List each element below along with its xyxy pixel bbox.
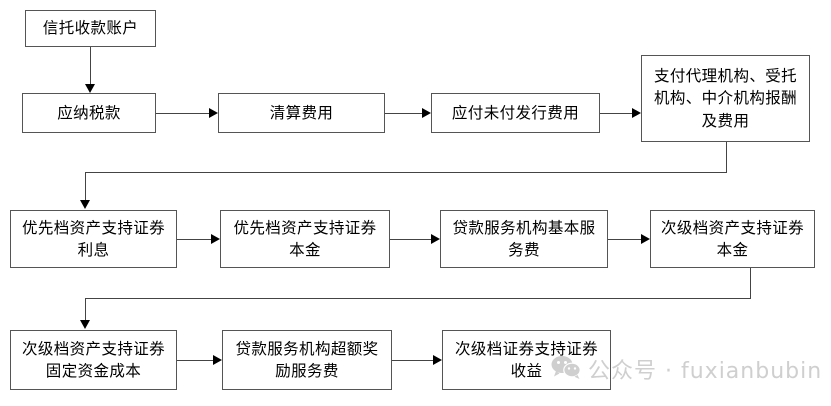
arrowhead-n10-n11 (213, 354, 222, 365)
arrowhead-n3-n4 (422, 107, 431, 118)
node-senior-abs-principal[interactable]: 优先档资产支持证券本金 (220, 210, 390, 268)
node-unpaid-issuance-fee[interactable]: 应付未付发行费用 (431, 93, 600, 133)
node-label: 次级档资产支持证券本金 (660, 218, 805, 259)
node-agent-trustee-intermediary-fees[interactable]: 支付代理机构、受托机构、中介机构报酬及费用 (641, 55, 810, 142)
connector-row1-row2-drop (85, 172, 86, 203)
arrowhead-n11-n12 (433, 354, 442, 365)
node-label: 支付代理机构、受托机构、中介机构报酬及费用 (653, 66, 798, 130)
connector-n7-n8 (390, 239, 432, 240)
node-loan-servicer-excess-reward-fee[interactable]: 贷款服务机构超额奖励服务费 (222, 330, 392, 390)
node-label: 次级档资产支持证券固定资金成本 (21, 339, 166, 380)
node-liquidation-fee[interactable]: 清算费用 (218, 93, 385, 133)
node-label: 优先档资产支持证券利息 (21, 218, 166, 259)
node-subordinate-abs-principal[interactable]: 次级档资产支持证券本金 (650, 210, 815, 268)
arrowhead-n7-n8 (431, 233, 440, 244)
arrowhead-row2-row3 (80, 320, 90, 329)
node-label: 贷款服务机构基本服务费 (452, 218, 596, 259)
node-subordinate-abs-return[interactable]: 次级档证券支持证券收益 (442, 330, 611, 390)
arrowhead-row1-row2 (80, 200, 90, 209)
connector-n3-n4 (385, 113, 423, 114)
connector-n4-n5 (600, 113, 633, 114)
arrowhead-n2-n3 (209, 107, 218, 118)
node-trust-collection-account[interactable]: 信托收款账户 (25, 10, 156, 47)
arrowhead-n6-n7 (211, 233, 220, 244)
node-label: 应纳税款 (57, 103, 121, 122)
watermark-text: 公众号 · fuxianbubin (588, 359, 823, 384)
node-label: 应付未付发行费用 (451, 103, 580, 122)
connector-n8-n9 (608, 239, 642, 240)
connector-n2-n3 (156, 113, 210, 114)
node-senior-abs-interest[interactable]: 优先档资产支持证券利息 (10, 210, 177, 268)
node-taxes-payable[interactable]: 应纳税款 (22, 93, 156, 133)
node-label: 优先档资产支持证券本金 (233, 218, 377, 259)
connector-n10-n11 (177, 360, 214, 361)
connector-n1-n2 (90, 47, 91, 85)
arrowhead-n4-n5 (632, 107, 641, 118)
connector-row2-row3-down (750, 268, 751, 299)
arrowhead-n8-n9 (641, 233, 650, 244)
node-label: 贷款服务机构超额奖励服务费 (235, 339, 379, 380)
connector-row1-row2-down (726, 142, 727, 173)
connector-n6-n7 (177, 239, 212, 240)
connector-row2-row3-drop (85, 298, 86, 322)
connector-row2-row3-across (85, 298, 751, 299)
node-loan-servicer-basic-fee[interactable]: 贷款服务机构基本服务费 (440, 210, 608, 268)
connector-row1-row2-across (85, 172, 727, 173)
node-label: 次级档证券支持证券收益 (454, 339, 599, 380)
arrowhead-n1-n2 (85, 84, 95, 93)
connector-n11-n12 (392, 360, 434, 361)
node-label: 清算费用 (269, 103, 334, 122)
node-subordinate-abs-fixed-capital-cost[interactable]: 次级档资产支持证券固定资金成本 (10, 330, 177, 390)
node-label: 信托收款账户 (42, 19, 139, 38)
